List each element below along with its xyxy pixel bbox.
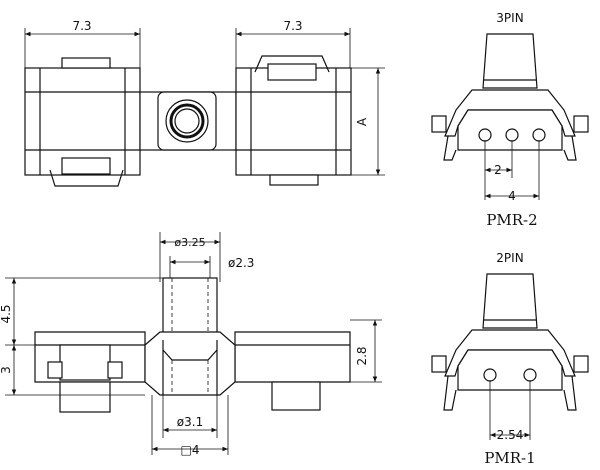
pmr2-dim-pitch: 2 xyxy=(494,163,502,177)
side-view: ø3.25 ø2.3 4.5 3 xyxy=(0,232,382,457)
dim-total-height: 4.5 xyxy=(0,304,13,323)
right-clip xyxy=(254,55,330,73)
dim-inner-dia: ø2.3 xyxy=(228,256,254,270)
left-top-tab xyxy=(61,57,111,69)
left-foot xyxy=(59,381,111,413)
pmr1-view: 2PIN 2.54 PMR-1 xyxy=(431,251,589,467)
right-body xyxy=(234,331,351,383)
right-foot xyxy=(271,381,321,411)
pmr2-stem xyxy=(482,33,538,89)
center-shaft-inner xyxy=(174,108,200,134)
pmr2-pin-label: 3PIN xyxy=(496,11,523,25)
top-view: 7.3 7.3 A xyxy=(24,19,385,187)
right-bottom-tab xyxy=(269,174,319,186)
left-clip xyxy=(49,169,124,187)
dim-right-width: 7.3 xyxy=(283,19,302,33)
dim-right-height: 2.8 xyxy=(355,346,369,365)
dim-base-dia: ø3.1 xyxy=(177,415,203,429)
pmr1-dim-pitch: 2.54 xyxy=(497,428,524,442)
dim-body-height: 3 xyxy=(0,366,13,374)
pmr1-name: PMR-1 xyxy=(484,449,535,467)
pmr2-view: 3PIN 2 4 PMR-2 xyxy=(431,11,589,229)
dim-left-width: 7.3 xyxy=(72,19,91,33)
left-block xyxy=(24,67,141,176)
right-block xyxy=(235,67,352,176)
center-shaft-outer xyxy=(165,99,209,143)
pmr2-name: PMR-2 xyxy=(486,211,537,229)
center-housing xyxy=(144,331,236,396)
stem xyxy=(162,277,218,341)
dim-outer-dia: ø3.25 xyxy=(174,236,205,249)
pmr1-stem xyxy=(482,273,538,329)
dim-height: A xyxy=(355,117,369,126)
pmr1-pin-label: 2PIN xyxy=(496,251,523,265)
pmr2-dim-width: 4 xyxy=(508,189,516,203)
dim-square: □4 xyxy=(181,443,200,457)
